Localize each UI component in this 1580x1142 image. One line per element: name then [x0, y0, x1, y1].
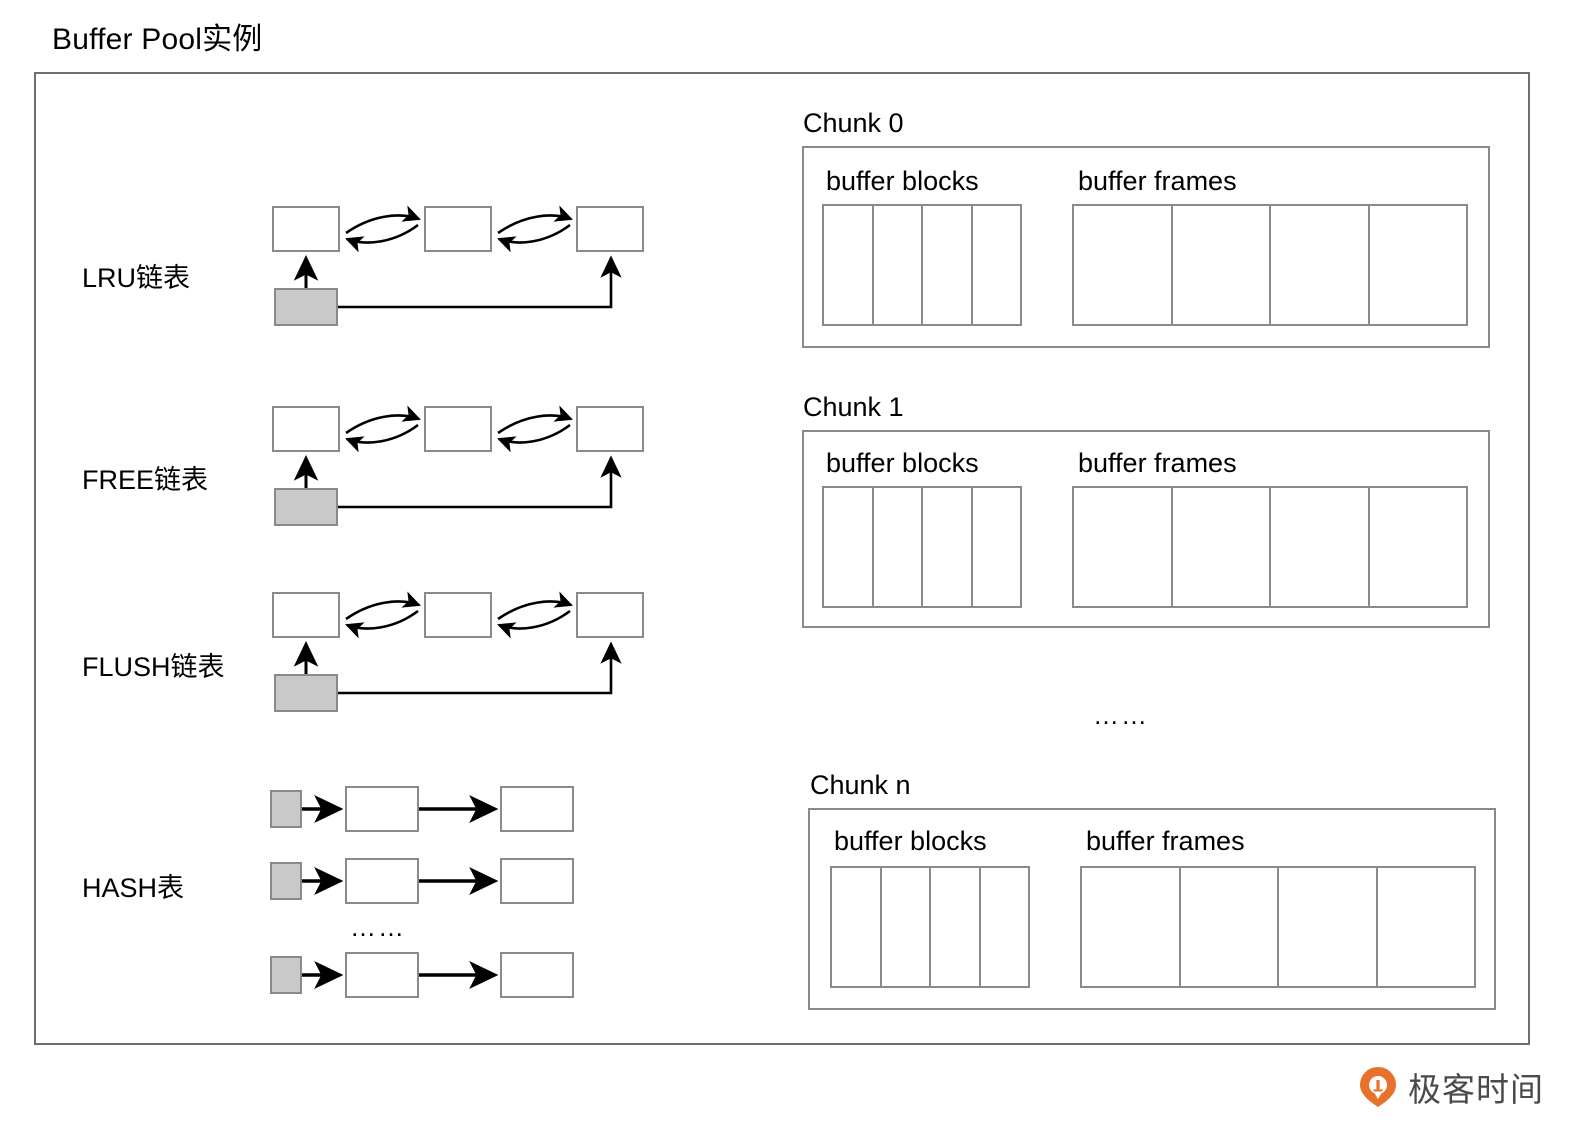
list-label-flush: FLUSH链表 [82, 652, 225, 682]
chunk-1-buffer-frames [1072, 486, 1468, 608]
chunk-0-blocks-label: buffer blocks [826, 166, 979, 196]
buffer-block-cell[interactable] [973, 488, 1021, 606]
hash-row2-node-1[interactable] [345, 858, 419, 904]
buffer-frame-cell[interactable] [1370, 488, 1467, 606]
free-head-pointer[interactable] [274, 488, 338, 526]
hash-row2-node-2[interactable] [500, 858, 574, 904]
buffer-frame-cell[interactable] [1271, 488, 1370, 606]
hash-row3-node-2[interactable] [500, 952, 574, 998]
chunk-n-buffer-blocks [830, 866, 1030, 988]
buffer-block-cell[interactable] [874, 206, 923, 324]
chunk-1-buffer-blocks [822, 486, 1022, 608]
brand-wordmark: 极客时间 [1408, 1071, 1544, 1108]
geektime-logo-icon [1356, 1065, 1400, 1109]
chunk-0-frames-label: buffer frames [1078, 166, 1237, 196]
free-node-2[interactable] [424, 406, 492, 452]
chunk-0-buffer-blocks [822, 204, 1022, 326]
list-label-free: FREE链表 [82, 465, 209, 495]
chunk-title-0: Chunk 0 [803, 108, 904, 138]
flush-node-3[interactable] [576, 592, 644, 638]
buffer-block-cell[interactable] [981, 868, 1029, 986]
flush-node-2[interactable] [424, 592, 492, 638]
chunk-0-buffer-frames [1072, 204, 1468, 326]
lru-node-2[interactable] [424, 206, 492, 252]
flush-head-pointer[interactable] [274, 674, 338, 712]
list-label-hash: HASH表 [82, 873, 185, 903]
buffer-block-cell[interactable] [923, 488, 973, 606]
lru-node-3[interactable] [576, 206, 644, 252]
hash-bucket-3[interactable] [270, 956, 302, 994]
buffer-frame-cell[interactable] [1279, 868, 1378, 986]
buffer-frame-cell[interactable] [1173, 488, 1271, 606]
page-title: Buffer Pool实例 [52, 23, 263, 56]
hash-bucket-1[interactable] [270, 790, 302, 828]
lru-head-pointer[interactable] [274, 288, 338, 326]
buffer-frame-cell[interactable] [1378, 868, 1475, 986]
buffer-block-cell[interactable] [931, 868, 981, 986]
buffer-frame-cell[interactable] [1082, 868, 1181, 986]
buffer-block-cell[interactable] [824, 206, 874, 324]
chunk-title-n: Chunk n [810, 770, 911, 800]
chunk-ellipsis: …… [1093, 700, 1149, 730]
hash-bucket-2[interactable] [270, 862, 302, 900]
buffer-block-cell[interactable] [874, 488, 923, 606]
buffer-block-cell[interactable] [882, 868, 931, 986]
buffer-frame-cell[interactable] [1271, 206, 1370, 324]
free-node-3[interactable] [576, 406, 644, 452]
buffer-frame-cell[interactable] [1181, 868, 1279, 986]
chunk-n-frames-label: buffer frames [1086, 826, 1245, 856]
chunk-1-frames-label: buffer frames [1078, 448, 1237, 478]
buffer-block-cell[interactable] [832, 868, 882, 986]
chunk-title-1: Chunk 1 [803, 392, 904, 422]
buffer-block-cell[interactable] [824, 488, 874, 606]
free-node-1[interactable] [272, 406, 340, 452]
buffer-block-cell[interactable] [973, 206, 1021, 324]
hash-ellipsis: …… [350, 912, 406, 942]
buffer-frame-cell[interactable] [1074, 206, 1173, 324]
buffer-frame-cell[interactable] [1173, 206, 1271, 324]
hash-row1-node-1[interactable] [345, 786, 419, 832]
buffer-block-cell[interactable] [923, 206, 973, 324]
buffer-frame-cell[interactable] [1074, 488, 1173, 606]
lru-node-1[interactable] [272, 206, 340, 252]
hash-row1-node-2[interactable] [500, 786, 574, 832]
list-label-lru: LRU链表 [82, 263, 191, 293]
chunk-n-blocks-label: buffer blocks [834, 826, 987, 856]
flush-node-1[interactable] [272, 592, 340, 638]
chunk-n-buffer-frames [1080, 866, 1476, 988]
chunk-1-blocks-label: buffer blocks [826, 448, 979, 478]
hash-row3-node-1[interactable] [345, 952, 419, 998]
brand-logo: 极客时间 [1356, 1060, 1543, 1114]
buffer-frame-cell[interactable] [1370, 206, 1467, 324]
